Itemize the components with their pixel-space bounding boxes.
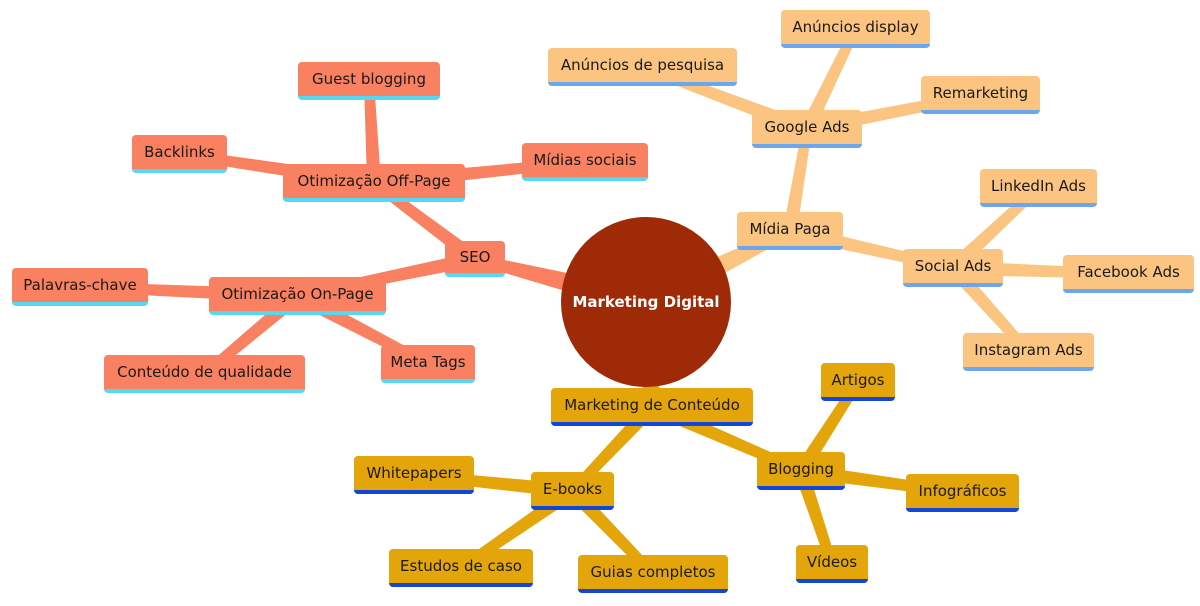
node-label: Meta Tags	[390, 352, 466, 371]
edge-offpage-to-guest	[364, 80, 381, 184]
node-label: Marketing de Conteúdo	[564, 395, 740, 414]
node-label: Vídeos	[806, 552, 858, 571]
node-conteudoq[interactable]: Conteúdo de qualidade	[104, 355, 305, 393]
node-seo[interactable]: SEO	[445, 241, 505, 277]
node-guest[interactable]: Guest blogging	[298, 62, 440, 100]
node-label: Anúncios display	[792, 17, 919, 36]
node-ebooks[interactable]: E-books	[531, 472, 614, 510]
node-label: Infográficos	[918, 481, 1007, 500]
edge-blogging-to-videos	[794, 468, 837, 566]
node-label: Guest blogging	[312, 69, 426, 88]
node-linkedin[interactable]: LinkedIn Ads	[980, 169, 1097, 207]
node-infograf[interactable]: Infográficos	[906, 474, 1019, 512]
node-andisplay[interactable]: Anúncios display	[781, 10, 930, 48]
node-label: Whitepapers	[366, 463, 462, 482]
node-artigos[interactable]: Artigos	[821, 363, 895, 401]
edge-blogging-to-artigos	[795, 379, 863, 475]
node-paga[interactable]: Mídia Paga	[737, 212, 843, 250]
node-label: Otimização On-Page	[221, 284, 374, 303]
node-label: Estudos de caso	[400, 556, 522, 575]
node-label: Instagram Ads	[974, 340, 1083, 359]
edge-gads-to-andisplay	[800, 26, 860, 133]
node-label: E-books	[542, 479, 603, 498]
node-label: LinkedIn Ads	[991, 176, 1086, 195]
node-remkt[interactable]: Remarketing	[921, 76, 1040, 114]
node-estudos[interactable]: Estudos de caso	[389, 549, 533, 587]
node-label: Facebook Ads	[1077, 262, 1180, 281]
center-node[interactable]: Marketing Digital	[561, 217, 731, 387]
node-guias[interactable]: Guias completos	[578, 555, 728, 593]
node-label: Mídia Paga	[749, 219, 831, 238]
node-palavras[interactable]: Palavras-chave	[12, 268, 148, 306]
center-node-label: Marketing Digital	[572, 293, 720, 311]
node-metatags[interactable]: Meta Tags	[381, 345, 475, 383]
node-label: Guias completos	[590, 562, 716, 581]
node-label: Anúncios de pesquisa	[560, 55, 725, 74]
node-label: Otimização Off-Page	[297, 171, 451, 190]
node-instagram[interactable]: Instagram Ads	[963, 333, 1094, 371]
node-offpage[interactable]: Otimização Off-Page	[283, 164, 465, 202]
node-label: Mídias sociais	[533, 150, 637, 169]
node-conteudo[interactable]: Marketing de Conteúdo	[551, 388, 753, 426]
node-label: Backlinks	[144, 142, 215, 161]
node-facebook[interactable]: Facebook Ads	[1063, 255, 1194, 293]
node-label: Conteúdo de qualidade	[117, 362, 292, 381]
node-label: SEO	[459, 247, 491, 266]
node-label: Palavras-chave	[23, 275, 137, 294]
node-label: Remarketing	[932, 83, 1029, 102]
node-gads[interactable]: Google Ads	[752, 110, 862, 148]
node-label: Social Ads	[914, 256, 992, 275]
node-midias[interactable]: Mídias sociais	[522, 143, 648, 181]
node-backlinks[interactable]: Backlinks	[132, 135, 227, 173]
node-label: Google Ads	[764, 117, 850, 136]
node-videos[interactable]: Vídeos	[796, 545, 868, 583]
node-label: Blogging	[768, 459, 834, 478]
node-label: Artigos	[831, 370, 885, 389]
edge-paga-to-gads	[783, 128, 812, 233]
node-anpesquisa[interactable]: Anúncios de pesquisa	[548, 48, 737, 86]
node-blogging[interactable]: Blogging	[757, 452, 845, 490]
node-whitep[interactable]: Whitepapers	[354, 456, 474, 494]
node-onpage[interactable]: Otimização On-Page	[209, 277, 386, 315]
node-social[interactable]: Social Ads	[903, 249, 1003, 287]
